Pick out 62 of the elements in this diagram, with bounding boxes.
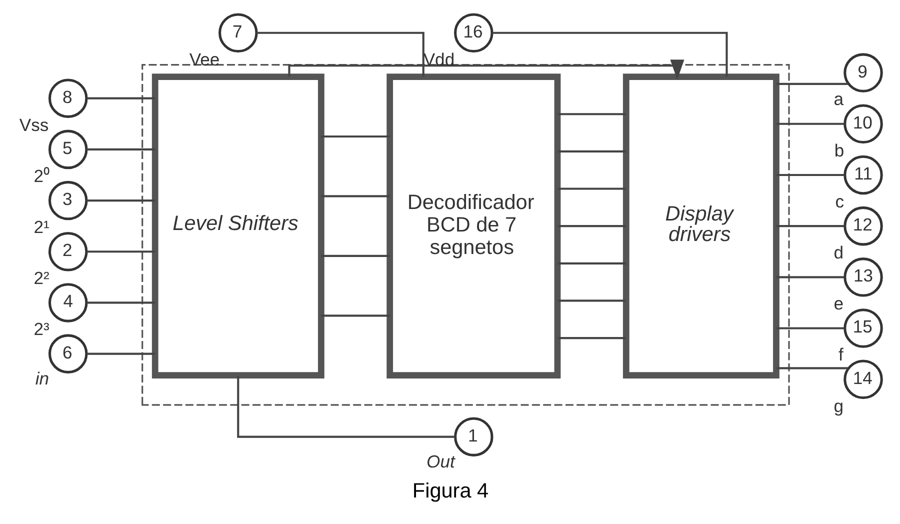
node-circle: 11 — [843, 155, 882, 195]
node-label: g — [833, 396, 843, 416]
node-circle: 9 — [843, 53, 882, 92]
connector — [86, 148, 155, 150]
node-circle: 14 — [843, 360, 882, 399]
node-box: Level Shifters — [151, 74, 324, 379]
connector — [320, 314, 390, 317]
node-circle: 15 — [843, 308, 882, 348]
connector — [557, 113, 626, 116]
node-label: Vss — [18, 114, 48, 135]
arrow — [288, 60, 684, 80]
node-circle: 1 — [454, 417, 493, 456]
node-label: b — [834, 140, 844, 160]
connector — [86, 97, 155, 100]
node-circle: 6 — [48, 334, 88, 374]
node-box: Display drivers — [622, 74, 779, 379]
connector — [557, 188, 626, 190]
connector — [236, 376, 455, 438]
node-circle: 4 — [48, 283, 88, 322]
node-label: c — [834, 191, 844, 212]
node-circle: 5 — [48, 130, 88, 170]
connector — [776, 82, 848, 85]
node-label: Out — [426, 452, 454, 472]
node-circle: 8 — [48, 78, 88, 118]
node-circle: 10 — [843, 104, 882, 144]
node-label: e — [833, 294, 843, 314]
connector — [776, 122, 844, 125]
caption: Figura 4 — [412, 479, 488, 502]
connector — [557, 337, 626, 340]
node-label: f — [838, 344, 843, 365]
node-circle: 13 — [843, 258, 882, 297]
connector — [492, 32, 728, 77]
node-label: 2⁰ — [33, 166, 50, 186]
connector — [320, 254, 390, 257]
connector — [320, 195, 390, 198]
connector — [776, 174, 844, 176]
node-circle: 2 — [48, 232, 88, 272]
connector — [776, 276, 844, 278]
node-circle: 16 — [454, 13, 493, 53]
connector — [776, 327, 844, 330]
node-label: 2³ — [33, 319, 49, 340]
node-label: 2² — [33, 268, 49, 288]
connector — [86, 250, 155, 253]
node-circle: 12 — [843, 206, 882, 246]
node-label: a — [833, 89, 843, 110]
connector — [86, 199, 155, 202]
node-label: d — [833, 242, 843, 262]
node-label: in — [34, 368, 49, 389]
connector — [256, 32, 424, 77]
node-circle: 3 — [48, 180, 88, 220]
connector — [557, 225, 626, 228]
connector — [557, 262, 626, 264]
connector — [776, 367, 848, 370]
connector — [776, 225, 844, 228]
connector — [86, 302, 155, 304]
node-box: Decodificador BCD de 7 segnetos — [386, 74, 560, 379]
connector — [86, 352, 155, 355]
node-circle: 7 — [218, 13, 258, 53]
node-label: 2¹ — [33, 216, 49, 237]
connector — [320, 135, 390, 138]
connector — [557, 150, 626, 152]
connector — [557, 300, 626, 302]
